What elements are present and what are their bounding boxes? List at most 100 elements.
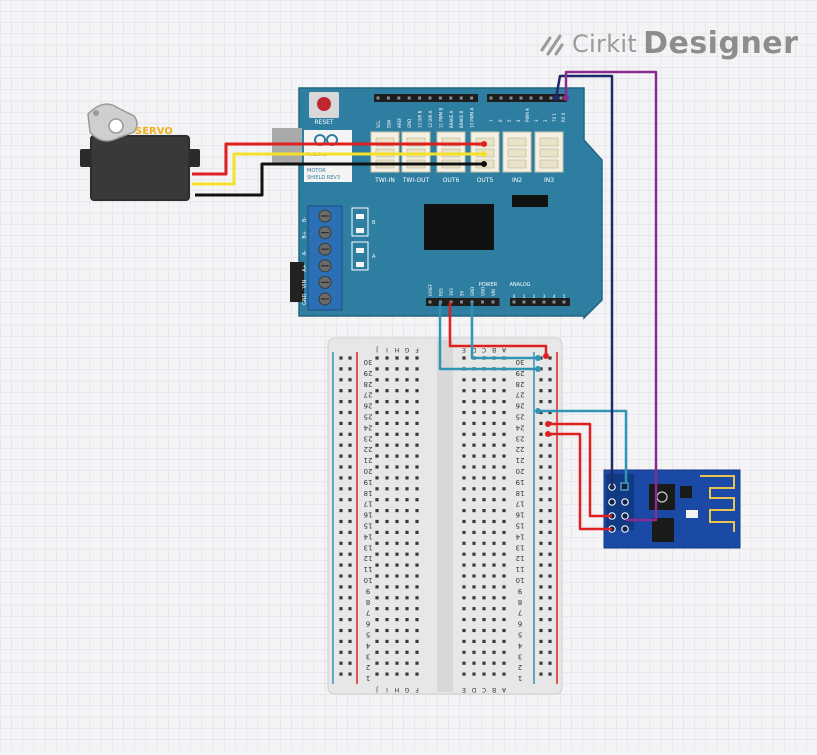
breadboard-hole[interactable] — [405, 454, 409, 458]
breadboard-hole[interactable] — [539, 443, 543, 447]
breadboard-hole[interactable] — [462, 672, 466, 676]
breadboard-hole[interactable] — [502, 476, 506, 480]
breadboard-hole[interactable] — [462, 509, 466, 513]
breadboard-hole[interactable] — [339, 519, 343, 524]
breadboard-hole[interactable] — [395, 410, 399, 415]
breadboard-hole[interactable] — [462, 421, 466, 425]
servo-motor[interactable]: SERVO — [80, 103, 200, 201]
analog-pin[interactable] — [532, 300, 536, 304]
wire-servo-signal[interactable] — [192, 152, 484, 186]
breadboard-hole[interactable] — [385, 400, 389, 404]
breadboard-hole[interactable] — [539, 628, 543, 633]
wire-esp-ch-pd[interactable] — [548, 422, 612, 518]
breadboard-hole[interactable] — [462, 400, 466, 404]
breadboard-hole[interactable] — [375, 498, 379, 502]
breadboard-hole[interactable] — [492, 498, 496, 502]
breadboard-hole[interactable] — [395, 639, 399, 643]
breadboard-hole[interactable] — [548, 509, 552, 513]
breadboard-hole[interactable] — [462, 628, 466, 633]
breadboard-hole[interactable] — [462, 454, 466, 458]
breadboard-hole[interactable] — [492, 454, 496, 458]
breadboard-hole[interactable] — [492, 552, 496, 556]
breadboard-hole[interactable] — [405, 443, 409, 447]
breadboard-hole[interactable] — [492, 585, 496, 589]
breadboard-hole[interactable] — [462, 607, 466, 611]
breadboard-hole[interactable] — [375, 367, 379, 371]
header-pin[interactable] — [489, 96, 493, 100]
breadboard-hole[interactable] — [405, 498, 409, 502]
breadboard-hole[interactable] — [339, 465, 343, 469]
breadboard-hole[interactable] — [339, 509, 343, 513]
breadboard-hole[interactable] — [415, 618, 419, 622]
breadboard-hole[interactable] — [375, 519, 379, 524]
wire-esp-vcc[interactable] — [538, 409, 628, 483]
breadboard-hole[interactable] — [385, 421, 389, 425]
breadboard-hole[interactable] — [539, 552, 543, 556]
breadboard-hole[interactable] — [482, 552, 486, 556]
breadboard-hole[interactable] — [492, 618, 496, 622]
breadboard-hole[interactable] — [482, 541, 486, 545]
breadboard-hole[interactable] — [548, 443, 552, 447]
breadboard-hole[interactable] — [482, 596, 486, 600]
esp-pin-vcc[interactable] — [620, 482, 629, 491]
breadboard-hole[interactable] — [395, 618, 399, 622]
breadboard-hole[interactable] — [395, 607, 399, 611]
breadboard-hole[interactable] — [472, 552, 476, 556]
breadboard-hole[interactable] — [492, 410, 496, 415]
breadboard-hole[interactable] — [548, 639, 552, 643]
breadboard-hole[interactable] — [482, 378, 486, 382]
breadboard-hole[interactable] — [339, 476, 343, 480]
breadboard-hole[interactable] — [385, 498, 389, 502]
breadboard-hole[interactable] — [415, 541, 419, 545]
breadboard-hole[interactable] — [339, 607, 343, 611]
breadboard-hole[interactable] — [375, 443, 379, 447]
breadboard-hole[interactable] — [395, 541, 399, 545]
wire-gnd-to-rail[interactable] — [470, 302, 538, 360]
breadboard-hole[interactable] — [415, 410, 419, 415]
breadboard-hole[interactable] — [348, 530, 352, 534]
breadboard-hole[interactable] — [502, 454, 506, 458]
breadboard-hole[interactable] — [462, 389, 466, 393]
breadboard-hole[interactable] — [548, 378, 552, 382]
breadboard-hole[interactable] — [385, 389, 389, 393]
power-pin[interactable] — [481, 300, 484, 304]
breadboard-hole[interactable] — [502, 389, 506, 393]
breadboard-hole[interactable] — [339, 639, 343, 643]
breadboard-hole[interactable] — [548, 530, 552, 534]
breadboard-hole[interactable] — [405, 650, 409, 654]
breadboard-hole[interactable] — [385, 509, 389, 513]
breadboard-hole[interactable] — [415, 389, 419, 393]
breadboard-hole[interactable] — [482, 563, 486, 567]
breadboard-hole[interactable] — [502, 607, 506, 611]
breadboard-hole[interactable] — [348, 400, 352, 404]
breadboard-hole[interactable] — [539, 498, 543, 502]
breadboard-hole[interactable] — [462, 519, 466, 524]
breadboard-hole[interactable] — [492, 519, 496, 524]
breadboard-hole[interactable] — [502, 672, 506, 676]
breadboard-hole[interactable] — [492, 596, 496, 600]
breadboard-hole[interactable] — [472, 378, 476, 382]
breadboard-hole[interactable] — [348, 421, 352, 425]
breadboard-hole[interactable] — [385, 356, 389, 360]
breadboard-hole[interactable] — [472, 585, 476, 589]
breadboard-hole[interactable] — [395, 563, 399, 567]
breadboard-hole[interactable] — [548, 356, 552, 360]
breadboard-hole[interactable] — [415, 487, 419, 491]
breadboard-hole[interactable] — [348, 607, 352, 611]
breadboard-hole[interactable] — [482, 487, 486, 491]
breadboard-hole[interactable] — [415, 574, 419, 578]
header-pin[interactable] — [519, 96, 523, 100]
breadboard-hole[interactable] — [339, 541, 343, 545]
breadboard-hole[interactable] — [405, 410, 409, 415]
breadboard-hole[interactable] — [548, 400, 552, 404]
breadboard-hole[interactable] — [548, 672, 552, 676]
breadboard-hole[interactable] — [492, 465, 496, 469]
breadboard-hole[interactable] — [405, 596, 409, 600]
analog-pin[interactable] — [552, 300, 556, 304]
breadboard-hole[interactable] — [375, 410, 379, 415]
header-pin[interactable] — [470, 96, 474, 100]
breadboard-hole[interactable] — [405, 585, 409, 589]
breadboard-hole[interactable] — [502, 530, 506, 534]
breadboard-hole[interactable] — [492, 389, 496, 393]
breadboard-hole[interactable] — [472, 519, 476, 524]
